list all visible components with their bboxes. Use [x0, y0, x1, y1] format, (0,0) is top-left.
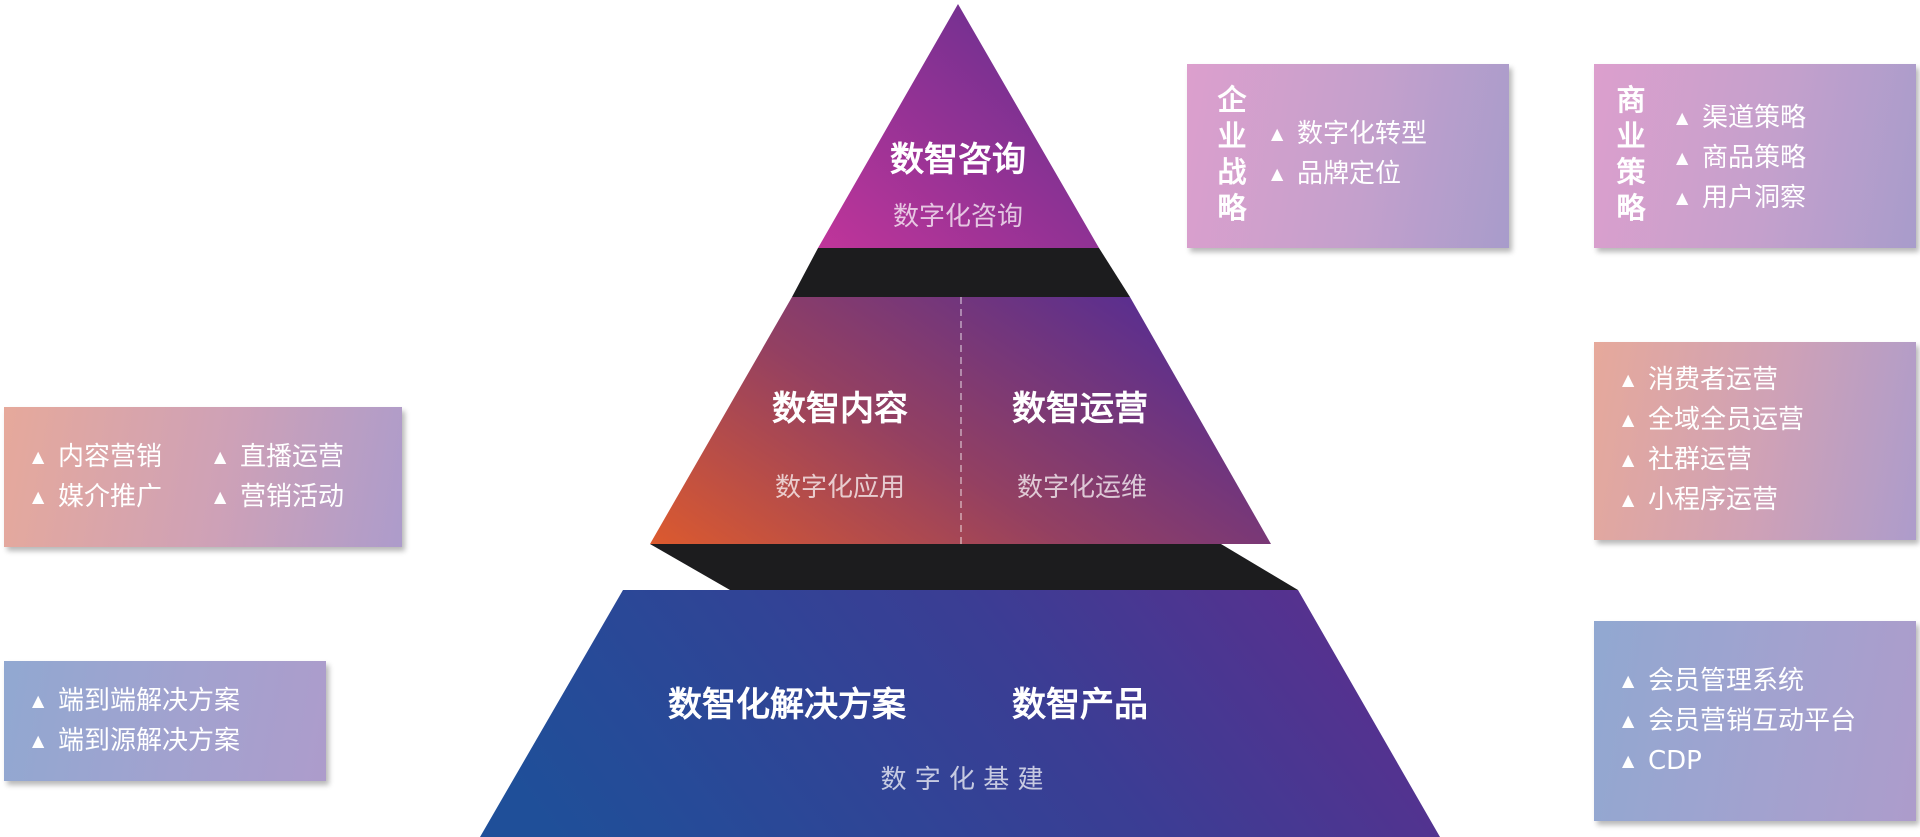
business-strategy-title: 商业策略 — [1616, 83, 1646, 225]
connector-band-lower — [650, 544, 1298, 590]
middle-left-title: 数智内容 — [772, 389, 908, 429]
middle-left-subtitle: 数字化应用 — [775, 473, 905, 503]
list-item: ▲全域全员运营 — [1622, 400, 1804, 440]
triangle-bullet-icon: ▲ — [1622, 671, 1635, 690]
list-item: ▲小程序运营 — [1622, 480, 1804, 520]
triangle-bullet-icon: ▲ — [1676, 108, 1689, 127]
triangle-bullet-icon: ▲ — [32, 691, 45, 710]
enterprise-strategy-list: ▲数字化转型 ▲品牌定位 — [1271, 114, 1427, 194]
products-card: ▲会员管理系统 ▲会员营销互动平台 ▲CDP — [1594, 621, 1916, 821]
triangle-bullet-icon: ▲ — [1622, 711, 1635, 730]
middle-right-subtitle: 数字化运维 — [1017, 473, 1147, 503]
triangle-bullet-icon: ▲ — [32, 447, 45, 466]
middle-right-title: 数智运营 — [1012, 389, 1148, 429]
triangle-bullet-icon: ▲ — [214, 447, 227, 466]
list-item: ▲营销活动 — [214, 477, 414, 517]
operations-services-list: ▲消费者运营 ▲全域全员运营 ▲社群运营 ▲小程序运营 — [1622, 360, 1804, 520]
triangle-bullet-icon: ▲ — [1622, 370, 1635, 389]
list-item: ▲内容营销 — [32, 437, 214, 477]
triangle-bullet-icon: ▲ — [1271, 124, 1284, 143]
triangle-bullet-icon: ▲ — [1622, 410, 1635, 429]
list-item: ▲数字化转型 — [1271, 114, 1427, 154]
enterprise-strategy-card: 企业战略 ▲数字化转型 ▲品牌定位 — [1187, 64, 1509, 248]
triangle-bullet-icon: ▲ — [1676, 148, 1689, 167]
triangle-bullet-icon: ▲ — [1622, 490, 1635, 509]
pyramid-bottom-tier — [480, 590, 1440, 837]
list-item: ▲消费者运营 — [1622, 360, 1804, 400]
list-item: ▲商品策略 — [1676, 138, 1806, 178]
list-item: ▲CDP — [1622, 741, 1856, 781]
pyramid-top-tier — [818, 4, 1099, 248]
connector-band-upper — [792, 248, 1130, 297]
business-strategy-card: 商业策略 ▲渠道策略 ▲商品策略 ▲用户洞察 — [1594, 64, 1916, 248]
solutions-list: ▲端到端解决方案 ▲端到源解决方案 — [32, 681, 240, 761]
list-item: ▲端到源解决方案 — [32, 721, 240, 761]
triangle-bullet-icon: ▲ — [1622, 751, 1635, 770]
triangle-bullet-icon: ▲ — [32, 731, 45, 750]
list-item: ▲用户洞察 — [1676, 178, 1806, 218]
list-item: ▲品牌定位 — [1271, 154, 1427, 194]
top-tier-title: 数智咨询 — [890, 140, 1026, 180]
list-item: ▲会员管理系统 — [1622, 661, 1856, 701]
list-item: ▲渠道策略 — [1676, 98, 1806, 138]
list-item: ▲社群运营 — [1622, 440, 1804, 480]
list-item: ▲端到端解决方案 — [32, 681, 240, 721]
business-strategy-list: ▲渠道策略 ▲商品策略 ▲用户洞察 — [1676, 98, 1806, 218]
list-item: ▲媒介推广 — [32, 477, 214, 517]
list-item: ▲会员营销互动平台 — [1622, 701, 1856, 741]
enterprise-strategy-title: 企业战略 — [1217, 83, 1247, 225]
triangle-bullet-icon: ▲ — [32, 487, 45, 506]
bottom-left-title: 数智化解决方案 — [668, 685, 907, 725]
triangle-bullet-icon: ▲ — [214, 487, 227, 506]
content-services-list: ▲内容营销 ▲直播运营 ▲媒介推广 ▲营销活动 — [32, 437, 414, 517]
solutions-card: ▲端到端解决方案 ▲端到源解决方案 — [4, 661, 326, 781]
list-item: ▲直播运营 — [214, 437, 414, 477]
products-list: ▲会员管理系统 ▲会员营销互动平台 ▲CDP — [1622, 661, 1856, 781]
content-services-card: ▲内容营销 ▲直播运营 ▲媒介推广 ▲营销活动 — [4, 407, 402, 547]
bottom-subtitle: 数 字 化 基 建 — [880, 765, 1043, 795]
triangle-bullet-icon: ▲ — [1271, 164, 1284, 183]
triangle-bullet-icon: ▲ — [1622, 450, 1635, 469]
bottom-right-title: 数智产品 — [1012, 685, 1148, 725]
triangle-bullet-icon: ▲ — [1676, 188, 1689, 207]
top-tier-subtitle: 数字化咨询 — [893, 202, 1023, 232]
operations-services-card: ▲消费者运营 ▲全域全员运营 ▲社群运营 ▲小程序运营 — [1594, 342, 1916, 540]
